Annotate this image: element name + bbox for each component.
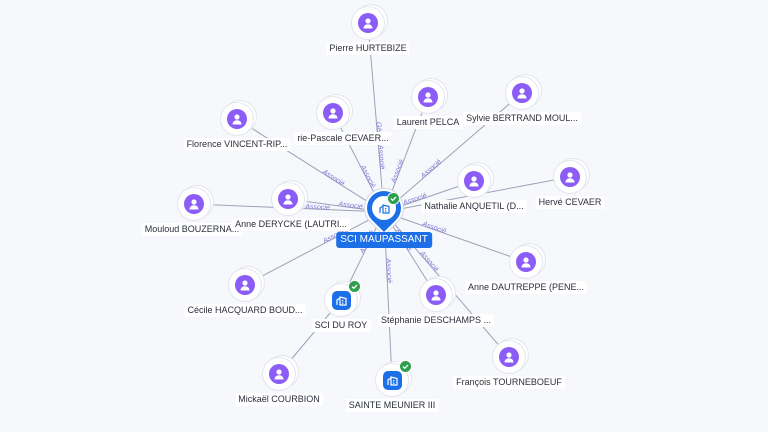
edge-label: Associé [337, 201, 363, 211]
node-label[interactable]: SAINTE MEUNIER III [345, 399, 439, 412]
person-node[interactable] [510, 246, 542, 278]
person-icon [560, 167, 580, 187]
node-label[interactable]: François TOURNEBOEUF [453, 376, 565, 389]
node-label[interactable]: Mickaël COURBION [235, 393, 323, 406]
edge-label: Associé [390, 158, 406, 184]
edge-label: Associé [304, 204, 330, 212]
person-node[interactable] [458, 165, 490, 197]
center-node-label[interactable]: SCI MAUPASSANT [336, 232, 432, 248]
person-node[interactable] [352, 7, 384, 39]
person-icon [512, 83, 532, 103]
building-icon [372, 196, 396, 220]
person-icon [227, 109, 247, 129]
node-label[interactable]: Pierre HURTEBIZE [326, 42, 410, 55]
node-label[interactable]: Laurent PELCA [393, 116, 463, 129]
person-node[interactable] [412, 81, 444, 113]
node-label[interactable]: Stéphanie DESCHAMPS ... [377, 314, 495, 327]
edge-center-cecile [244, 211, 385, 286]
node-label[interactable]: Nathalie ANQUETIL (D... [421, 200, 527, 213]
person-icon [184, 194, 204, 214]
node-label[interactable]: Cécile HACQUARD BOUD... [184, 304, 306, 317]
node-label[interactable]: Sylvie BERTRAND MOUL... [463, 112, 581, 125]
verified-check-icon [348, 280, 361, 293]
company-node[interactable] [376, 360, 412, 396]
building-icon [331, 290, 351, 310]
person-node[interactable] [221, 103, 253, 135]
person-node[interactable] [493, 341, 525, 373]
edge-label: Associé [358, 163, 376, 189]
node-label[interactable]: Hervé CEVAER [535, 196, 605, 209]
person-icon [499, 347, 519, 367]
person-icon [278, 189, 298, 209]
node-label[interactable]: SCI DU ROY [311, 319, 371, 332]
edge-label: Associé [418, 249, 440, 273]
person-icon [235, 275, 255, 295]
edge-label: Associé [384, 257, 392, 283]
building-icon [382, 370, 402, 390]
person-icon [323, 103, 343, 123]
node-label[interactable]: Anne DAUTREPPE (PENE... [464, 281, 588, 294]
person-icon [418, 87, 438, 107]
person-icon [269, 364, 289, 384]
person-node[interactable] [317, 97, 349, 129]
node-label[interactable]: Mouloud BOUZERNA... [141, 223, 243, 236]
edge-center-sylvie [383, 92, 523, 213]
person-node[interactable] [263, 358, 295, 390]
person-node[interactable] [554, 161, 586, 193]
verified-check-icon [387, 192, 400, 205]
node-label[interactable]: rie-Pascale CEVAER... [294, 132, 392, 145]
person-node[interactable] [178, 188, 210, 220]
person-node[interactable] [229, 269, 261, 301]
edge-label: Associé [320, 168, 345, 188]
company-node[interactable] [325, 280, 361, 316]
person-node[interactable] [272, 183, 304, 215]
edge-label: Gérant Associé [374, 122, 385, 170]
person-node[interactable] [506, 77, 538, 109]
node-label[interactable]: Anne DERYCKE (LAUTRI... [232, 218, 350, 231]
person-node[interactable] [420, 279, 452, 311]
person-icon [464, 171, 484, 191]
edge-center-anne-p [383, 211, 527, 263]
edge-label: Associé [419, 158, 443, 180]
person-icon [358, 13, 378, 33]
verified-check-icon [399, 360, 412, 373]
edge-center-florence [236, 118, 385, 213]
person-icon [516, 252, 536, 272]
node-label[interactable]: Florence VINCENT-RIP... [183, 138, 291, 151]
person-icon [426, 285, 446, 305]
